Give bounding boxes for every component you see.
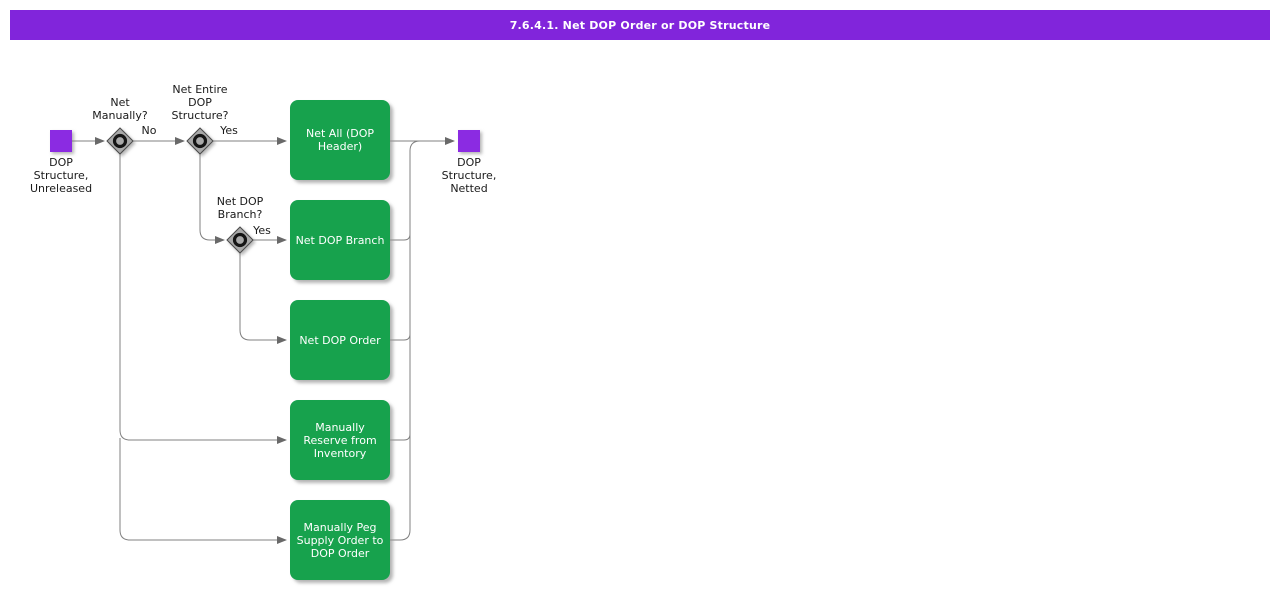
activity-net-all-dop-header[interactable]: Net All (DOP Header)	[290, 100, 390, 180]
edge-down-to-net-dop-branch-decision	[199, 154, 225, 244]
edge-label-yes-structure: Yes	[220, 124, 238, 137]
edge-label-no: No	[141, 124, 157, 137]
decision-label-net-manually: Net Manually?	[92, 96, 148, 122]
edge-down-to-net-dop-order	[239, 253, 287, 344]
decision-label-net-dop-branch: Net DOP Branch?	[216, 195, 264, 221]
decision-net-entire-dop-structure-icon	[192, 133, 208, 149]
start-node-label: DOP Structure, Unreleased	[29, 156, 93, 195]
decision-net-manually	[106, 127, 134, 155]
edge-manual-to-reserve-inventory	[119, 154, 287, 444]
activity-net-dop-order[interactable]: Net DOP Order	[290, 300, 390, 380]
decision-net-manually-icon	[112, 133, 128, 149]
activity-manually-reserve-from-inventory[interactable]: Manually Reserve from Inventory	[290, 400, 390, 480]
decision-label-net-entire-dop-structure: Net Entire DOP Structure?	[171, 83, 229, 122]
end-node	[458, 130, 480, 152]
edge-manual-to-peg-supply	[119, 438, 287, 544]
merge-stub-net-dop-branch	[390, 233, 411, 241]
merge-stub-net-dop-order	[390, 333, 411, 341]
start-node	[50, 130, 72, 152]
activity-net-dop-branch[interactable]: Net DOP Branch	[290, 200, 390, 280]
end-node-label: DOP Structure, Netted	[441, 156, 497, 195]
edge-label-yes-branch: Yes	[253, 224, 271, 237]
activity-manually-peg-supply-order-to-dop-order[interactable]: Manually Peg Supply Order to DOP Order	[290, 500, 390, 580]
decision-net-dop-branch	[226, 226, 254, 254]
diagram-title: 7.6.4.1. Net DOP Order or DOP Structure	[509, 18, 771, 32]
title-bar: 7.6.4.1. Net DOP Order or DOP Structure	[10, 10, 1270, 40]
decision-net-entire-dop-structure	[186, 127, 214, 155]
merge-line-vertical	[390, 140, 421, 541]
merge-stub-reserve-inventory	[390, 433, 411, 441]
decision-net-dop-branch-icon	[232, 232, 248, 248]
